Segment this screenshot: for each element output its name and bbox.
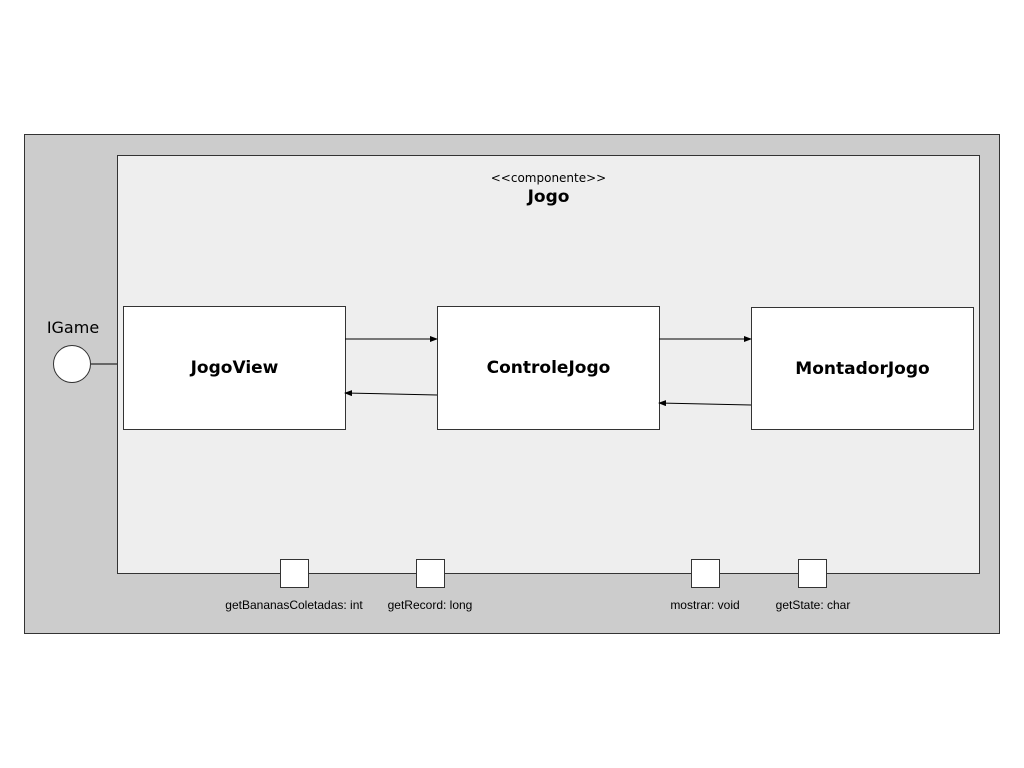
class-jogoview-label: JogoView	[190, 358, 279, 378]
interface-label: IGame	[46, 318, 100, 337]
class-controlejogo[interactable]: ControleJogo	[437, 306, 660, 430]
port-getstate[interactable]	[798, 559, 827, 588]
port-label-getstate: getState: char	[775, 598, 851, 612]
port-label-getrecord: getRecord: long	[387, 598, 473, 612]
class-montadorjogo-label: MontadorJogo	[795, 358, 930, 379]
port-label-mostrar: mostrar: void	[670, 598, 740, 612]
port-label-getbananascoletadas: getBananasColetadas: int	[225, 598, 363, 612]
port-mostrar[interactable]	[691, 559, 720, 588]
component-title: Jogo	[527, 187, 570, 207]
class-montadorjogo[interactable]: MontadorJogo	[751, 307, 974, 430]
component-stereotype: <<componente>>	[490, 171, 607, 185]
class-jogoview[interactable]: JogoView	[123, 306, 346, 430]
port-getrecord[interactable]	[416, 559, 445, 588]
class-controlejogo-label: ControleJogo	[486, 358, 611, 378]
port-getbananascoletadas[interactable]	[280, 559, 309, 588]
